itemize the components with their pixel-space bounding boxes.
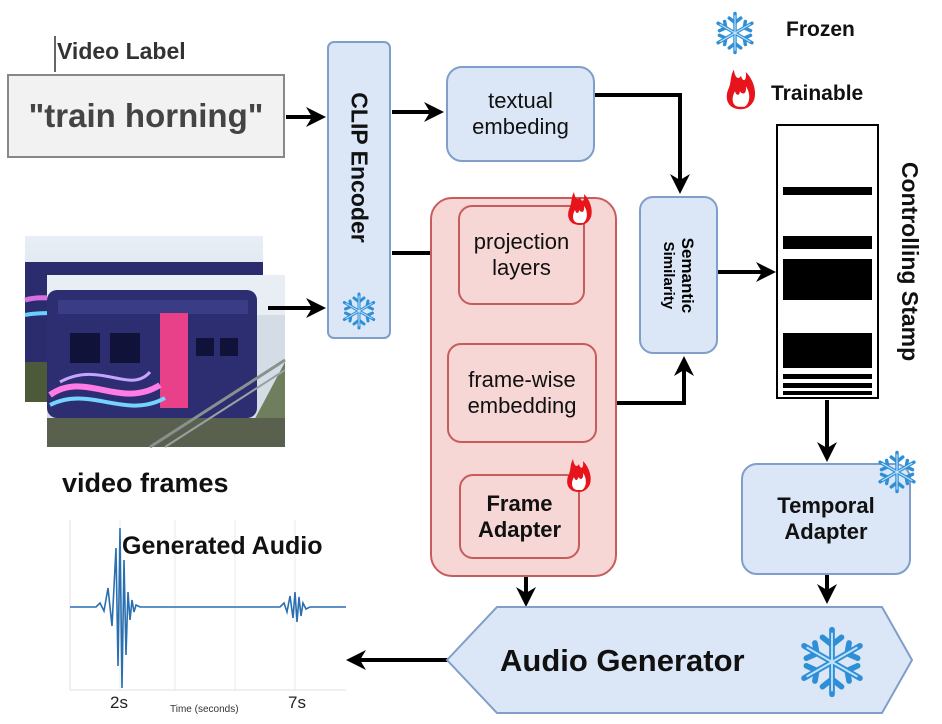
stamp-label-wrap: Controlling Stamp	[885, 125, 935, 398]
frame-adapter-line2: Adapter	[477, 516, 562, 542]
frame-adapter-flame-icon	[567, 459, 591, 492]
audio-tick-7s: 7s	[288, 693, 306, 712]
generated-audio-label: Generated Audio	[122, 532, 323, 560]
video-frames-label: video frames	[62, 468, 229, 498]
projection-flame-icon	[568, 192, 592, 225]
textual-embedding-line1: textual	[488, 88, 553, 114]
clip-encoder-label: CLIP Encoder	[346, 91, 373, 243]
temporal-line1: Temporal	[777, 493, 875, 519]
generated-audio-plot	[69, 520, 346, 691]
video-label-text: "train horning"	[28, 97, 264, 134]
projection-line1: projection	[473, 229, 570, 255]
semantic-similarity-box: Semantic Similarity	[639, 196, 718, 354]
video-label-title: Video Label	[57, 38, 186, 64]
frame-wise-line1: frame-wise	[468, 367, 576, 393]
video-frame-front	[47, 275, 286, 449]
legend-frozen-label: Frozen	[786, 18, 855, 41]
legend-trainable-label: Trainable	[771, 82, 864, 105]
temporal-line2: Adapter	[784, 519, 868, 544]
frame-adapter-line1: Frame	[486, 490, 553, 516]
audio-generator-label: Audio Generator	[500, 643, 745, 678]
legend-frozen-icon	[716, 11, 754, 55]
audio-waveform	[70, 527, 346, 689]
stamp-label: Controlling Stamp	[897, 161, 924, 362]
textual-embedding-line2: embeding	[472, 114, 569, 139]
video-label-box	[7, 74, 285, 158]
clip-encoder-box	[327, 41, 391, 339]
audio-tick-2s: 2s	[110, 693, 128, 712]
projection-line2: layers	[492, 255, 551, 280]
frame-wise-line2: embedding	[467, 393, 577, 418]
audio-x-axis-label: Time (seconds)	[170, 704, 239, 715]
audio-generator-shape	[445, 606, 914, 714]
semantic-line2: Similarity	[660, 241, 678, 309]
controlling-stamp	[776, 124, 879, 399]
clip-encoder-label-wrap: CLIP Encoder	[328, 42, 390, 292]
temporal-snowflake-icon	[878, 450, 916, 494]
legend-trainable-icon	[726, 69, 756, 110]
semantic-line1: Semantic	[677, 237, 697, 313]
